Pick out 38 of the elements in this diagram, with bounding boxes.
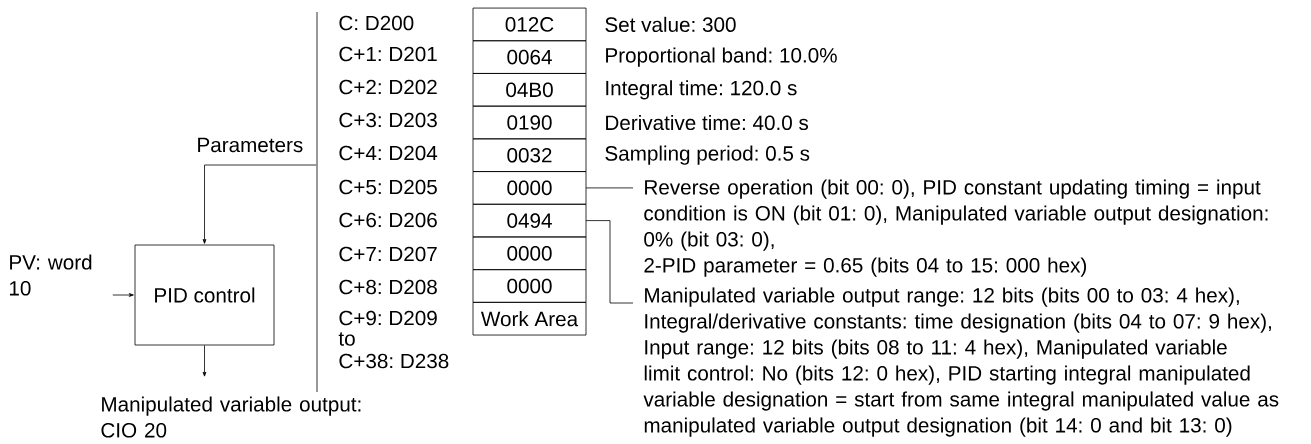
arrow xyxy=(202,345,207,377)
memory-cell: 0064 xyxy=(472,40,587,74)
leader-line xyxy=(585,220,634,304)
address-label: C+38: D238 xyxy=(339,353,449,369)
address-label: C+6: D206 xyxy=(339,212,437,228)
arrow xyxy=(112,293,134,297)
address-label: C+1: D201 xyxy=(339,46,437,62)
parameter-description: Sampling period: 0.5 s xyxy=(605,145,810,165)
input-label: PV: word 10 xyxy=(9,254,92,296)
address-label: C+2: D202 xyxy=(339,79,437,95)
address-label: C+3: D203 xyxy=(339,112,437,128)
arrow xyxy=(202,164,317,244)
bit-description: Reverse operation (bit 00: 0), PID constant updating timing = input condition is ON (bit 01: 0), Manipulated variable output designation: 0% (bit 03: 0), 2-PID parameter = 0.65 (bits 04 to 15: 000 hex) xyxy=(644,179,1268,277)
address-label: C: D200 xyxy=(339,15,414,31)
leader-line xyxy=(585,187,634,189)
parameter-description: Proportional band: 10.0% xyxy=(606,47,837,67)
memory-cell: 04B0 xyxy=(472,73,587,107)
memory-cell: 0000 xyxy=(472,171,587,205)
memory-cell: 0190 xyxy=(472,105,587,140)
memory-cell: 0032 xyxy=(472,138,587,172)
process-box: PID control xyxy=(134,244,275,346)
output-label: Manipulated variable output: CIO 20 xyxy=(101,396,361,438)
parameter-description: Derivative time: 40.0 s xyxy=(606,114,809,131)
memory-cell: 0494 xyxy=(472,203,587,238)
memory-cell: 012C xyxy=(472,7,587,42)
memory-cell: Work Area xyxy=(472,301,587,336)
address-label: C+9: D209 xyxy=(339,310,437,326)
address-label: C+7: D207 xyxy=(339,246,437,262)
address-label: to xyxy=(338,332,355,346)
edge-label: Parameters xyxy=(195,136,305,154)
memory-cell: 0000 xyxy=(472,269,587,303)
address-label: C+4: D204 xyxy=(339,145,438,161)
bit-description: Manipulated variable output range: 12 bits (bits 00 to 03: 4 hex), Integral/derivative constants: time designation (bits 04 to 07: 9 hex), Input range: 12 bits (bits 08 to 11: 4 hex), Manipulated variable limit control: No (bits 12: 0 hex), PID starting integral manipulated variable designation = start from same integral manipulated value as manipulated variable output designation (bit 14: 0 and bit 13: 0) xyxy=(643,287,1279,437)
parameter-description: Set value: 300 xyxy=(605,16,736,32)
address-label: C+5: D205 xyxy=(339,179,437,195)
parameter-description: Integral time: 120.0 s xyxy=(606,80,797,100)
address-label: C+8: D208 xyxy=(339,279,437,295)
memory-cell: 0000 xyxy=(472,236,587,271)
